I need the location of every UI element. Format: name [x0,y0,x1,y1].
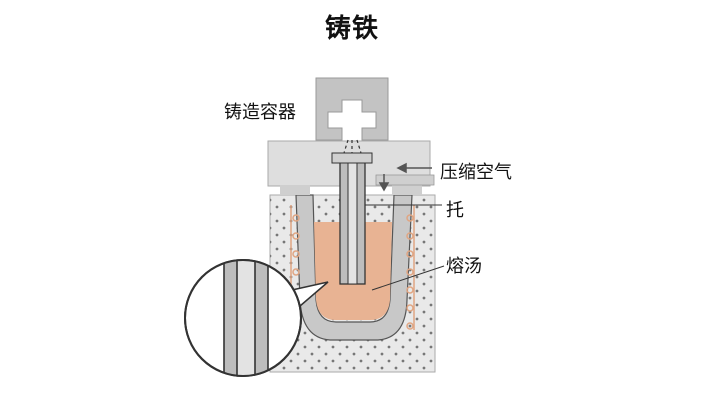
air-inlet-pipe [375,174,435,186]
casting-container [315,77,389,141]
induction-coil-left [290,205,300,290]
compressed-air-label: 压缩空气 [440,162,512,183]
holder-top [331,152,373,164]
diagram-title: 铸铁 [324,14,379,44]
holder-label: 托 [446,200,464,221]
flow-lines [343,139,362,154]
magnified-tube [223,260,269,376]
holder-bore [347,157,358,285]
lid-flange-right [392,185,422,195]
induction-coil-right [406,205,415,330]
air-arrow-icon [378,162,432,192]
molten-metal-label: 熔汤 [446,256,482,277]
molten-leader-line [371,265,445,291]
lid-flange-left [280,185,310,195]
container-label: 铸造容器 [224,102,296,123]
